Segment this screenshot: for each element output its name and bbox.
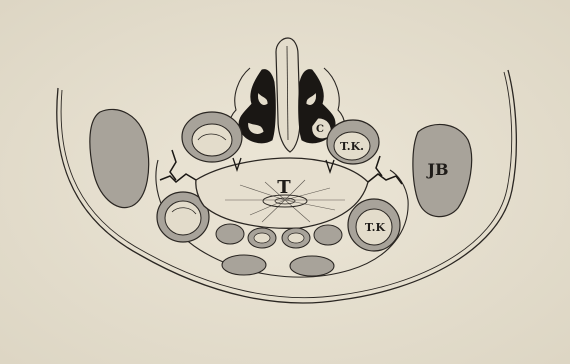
upper-left-ring xyxy=(182,112,242,162)
label-c: C xyxy=(316,124,324,135)
label-tongue: T xyxy=(277,177,291,198)
bottom-left-oval xyxy=(222,255,266,275)
label-tk-lower: T.K xyxy=(365,221,386,234)
label-jb: JB xyxy=(425,160,448,179)
label-tk-upper: T.K. xyxy=(340,140,364,153)
bottom-right-oval xyxy=(290,256,334,276)
